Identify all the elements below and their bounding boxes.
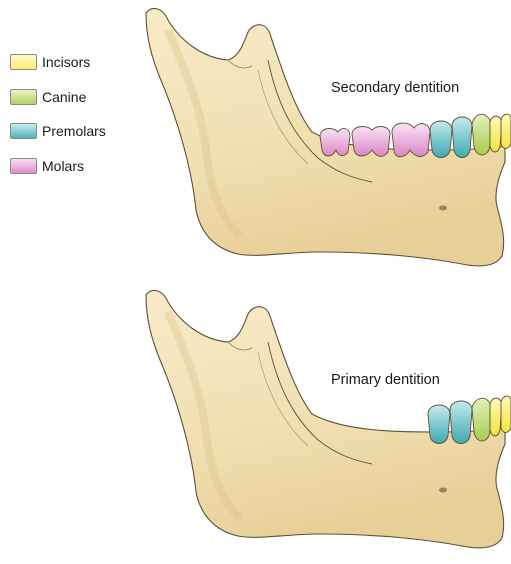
- primary-incisor-1: [490, 398, 502, 436]
- canine: [472, 114, 490, 155]
- molar-3: [392, 123, 430, 157]
- incisor-1: [490, 116, 502, 152]
- caption-secondary-dentition: Secondary dentition: [331, 80, 459, 96]
- primary-canine: [472, 398, 490, 441]
- primary-incisor-2: [501, 396, 511, 432]
- premolar-2: [452, 117, 472, 158]
- caption-primary-dentition: Primary dentition: [331, 372, 440, 388]
- molar-1: [320, 129, 350, 156]
- primary-molar-2: [450, 401, 472, 444]
- primary-molar-1: [428, 405, 450, 444]
- premolar-1: [430, 121, 452, 158]
- incisor-2: [501, 114, 511, 148]
